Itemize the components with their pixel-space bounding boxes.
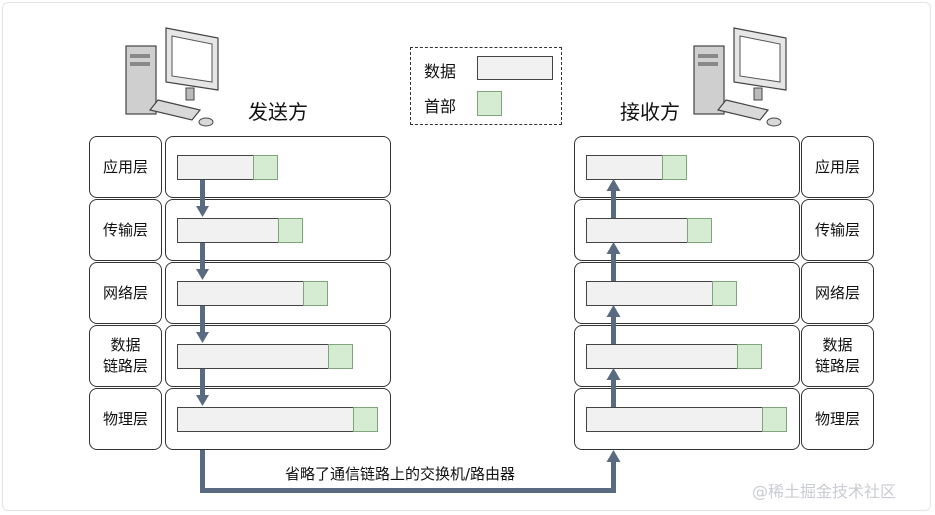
up-arrow-head: [606, 450, 621, 462]
watermark: @稀土掘金技术社区: [752, 482, 897, 501]
header-segment: [687, 218, 712, 243]
header-segment: [353, 407, 378, 432]
down-arrow-head: [196, 206, 209, 217]
header-segment: [737, 344, 762, 369]
header-segment: [328, 344, 353, 369]
legend-data-swatch: [477, 56, 553, 80]
up-arrow-head: [606, 305, 621, 317]
up-arrow-shaft: [611, 190, 616, 218]
sender-layer-label-physical: 物理层: [89, 388, 162, 450]
receiver-computer-icon: [693, 27, 787, 127]
header-segment: [253, 155, 278, 180]
up-arrow-head: [606, 179, 621, 191]
legend: 数据 首部: [410, 47, 562, 125]
bottom-path-horizontal: [200, 488, 616, 493]
receiver-title: 接收方: [620, 100, 680, 124]
up-arrow-head: [606, 368, 621, 380]
receiver-layer-label-physical: 物理层: [801, 388, 874, 450]
legend-data-label: 数据: [424, 62, 457, 81]
header-segment: [303, 281, 328, 306]
data-segment: [586, 344, 738, 369]
down-arrow-shaft: [200, 243, 205, 269]
data-segment: [586, 218, 688, 243]
receiver-layer-label-datalink: 数据 链路层: [801, 325, 874, 387]
down-arrow-shaft: [200, 306, 205, 332]
sender-packet-box-physical: [165, 388, 391, 450]
data-segment: [177, 281, 304, 306]
sender-layer-label-datalink: 数据 链路层: [89, 325, 162, 387]
down-arrow-shaft: [200, 369, 205, 395]
receiver-layer-label-application: 应用层: [801, 136, 874, 198]
data-segment: [586, 281, 713, 306]
header-segment: [762, 407, 787, 432]
data-segment: [177, 407, 354, 432]
down-arrow-head: [196, 332, 209, 343]
up-arrow-head: [606, 242, 621, 254]
legend-header-swatch: [477, 91, 502, 116]
receiver-layer-label-transport: 传输层: [801, 199, 874, 261]
header-segment: [278, 218, 303, 243]
header-segment: [662, 155, 687, 180]
bottom-path-left: [200, 450, 205, 493]
down-arrow-shaft: [200, 180, 205, 206]
down-arrow-head: [196, 395, 209, 406]
header-segment: [712, 281, 737, 306]
data-segment: [177, 344, 329, 369]
sender-title: 发送方: [248, 100, 308, 124]
up-arrow-shaft: [611, 379, 616, 407]
sender-layer-label-network: 网络层: [89, 262, 162, 324]
data-segment: [177, 155, 254, 180]
receiver-layer-label-network: 网络层: [801, 262, 874, 324]
down-arrow-head: [196, 269, 209, 280]
sender-computer-icon: [125, 27, 219, 127]
data-segment: [177, 218, 279, 243]
bottom-caption: 省略了通信链路上的交换机/路由器: [285, 465, 516, 483]
up-arrow-shaft: [611, 253, 616, 281]
up-arrow-shaft: [611, 316, 616, 344]
sender-layer-label-transport: 传输层: [89, 199, 162, 261]
bottom-path-right: [611, 461, 616, 493]
legend-header-label: 首部: [424, 97, 457, 116]
data-segment: [586, 407, 763, 432]
sender-layer-label-application: 应用层: [89, 136, 162, 198]
